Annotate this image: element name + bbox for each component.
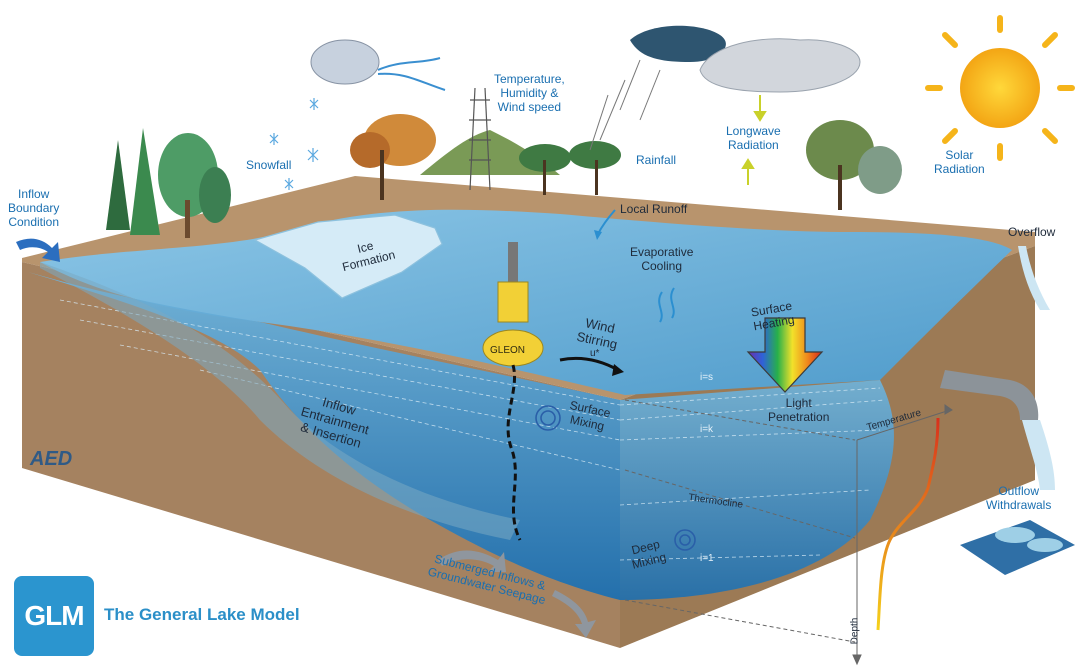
label-line: Light bbox=[785, 396, 812, 410]
glm-title: The General Lake Model bbox=[104, 605, 300, 624]
temperature-profile bbox=[876, 417, 940, 631]
outflow-pipe bbox=[940, 370, 1055, 490]
longwave-arrows bbox=[741, 95, 767, 185]
ice-sheet bbox=[253, 214, 443, 299]
label-solar: Solar Radiation bbox=[934, 148, 985, 176]
forest-left bbox=[106, 128, 231, 238]
label-snowfall: Snowfall bbox=[246, 158, 292, 172]
label-line: Solar bbox=[945, 148, 974, 162]
label-rainfall: Rainfall bbox=[636, 153, 677, 167]
rain-cloud bbox=[589, 25, 861, 151]
label-layer-1: i=1 bbox=[700, 553, 714, 564]
water-side-section bbox=[620, 380, 894, 600]
wind-cloud bbox=[310, 39, 446, 91]
label-line: Longwave bbox=[726, 124, 781, 138]
label-line: Inflow bbox=[18, 187, 50, 201]
label-inflow-boundary: Inflow Boundary Condition bbox=[8, 187, 59, 229]
label-line: Radiation bbox=[728, 138, 779, 152]
label-layer-k: i=k bbox=[700, 424, 714, 435]
label-layer-s: i=s bbox=[700, 372, 714, 383]
submerged-arrows bbox=[438, 550, 596, 638]
label-line: Outflow bbox=[998, 484, 1040, 498]
label-line: Cooling bbox=[641, 259, 683, 273]
label-line: Evaporative bbox=[630, 245, 694, 259]
label-u-star: u* bbox=[590, 348, 600, 359]
label-light-penetration: Light Penetration bbox=[768, 396, 829, 424]
label-local-runoff: Local Runoff bbox=[620, 202, 688, 216]
inflow-plume bbox=[40, 262, 520, 540]
light-arrow bbox=[746, 317, 824, 393]
inflow-arrow bbox=[16, 238, 60, 262]
autumn-trees bbox=[350, 114, 436, 200]
overflow-fall bbox=[1018, 246, 1050, 310]
label-line: Wind speed bbox=[497, 100, 562, 114]
label-outflow: Outflow Withdrawals bbox=[986, 484, 1051, 512]
label-line: Temperature, bbox=[494, 72, 565, 86]
label-line: Radiation bbox=[934, 162, 985, 176]
label-line: Boundary bbox=[8, 201, 60, 215]
treatment-plant bbox=[960, 520, 1075, 575]
label-depth-axis: Depth bbox=[849, 617, 861, 645]
label-evaporative: Evaporative Cooling bbox=[630, 245, 693, 273]
label-overflow: Overflow bbox=[1008, 225, 1056, 239]
label-line: Humidity & bbox=[500, 86, 559, 100]
aed-logo: AED bbox=[30, 448, 73, 470]
sun bbox=[925, 15, 1075, 161]
trees-center bbox=[519, 141, 621, 195]
label-met-station: Temperature, Humidity & Wind speed bbox=[494, 72, 565, 114]
label-line: Condition bbox=[8, 215, 60, 229]
met-tower bbox=[469, 87, 491, 191]
trees-right bbox=[806, 120, 902, 210]
label-line: Penetration bbox=[768, 410, 830, 424]
snowflakes bbox=[269, 98, 319, 190]
profile-axes bbox=[624, 399, 953, 666]
buoy bbox=[482, 242, 544, 541]
label-longwave: Longwave Radiation bbox=[726, 124, 781, 152]
label-buoy: GLEON bbox=[490, 345, 526, 356]
evaporation-arrows bbox=[658, 287, 675, 323]
glm-logo-mark: GLM bbox=[14, 576, 94, 656]
label-line: Withdrawals bbox=[986, 498, 1052, 512]
mixing-swirls bbox=[535, 405, 696, 551]
